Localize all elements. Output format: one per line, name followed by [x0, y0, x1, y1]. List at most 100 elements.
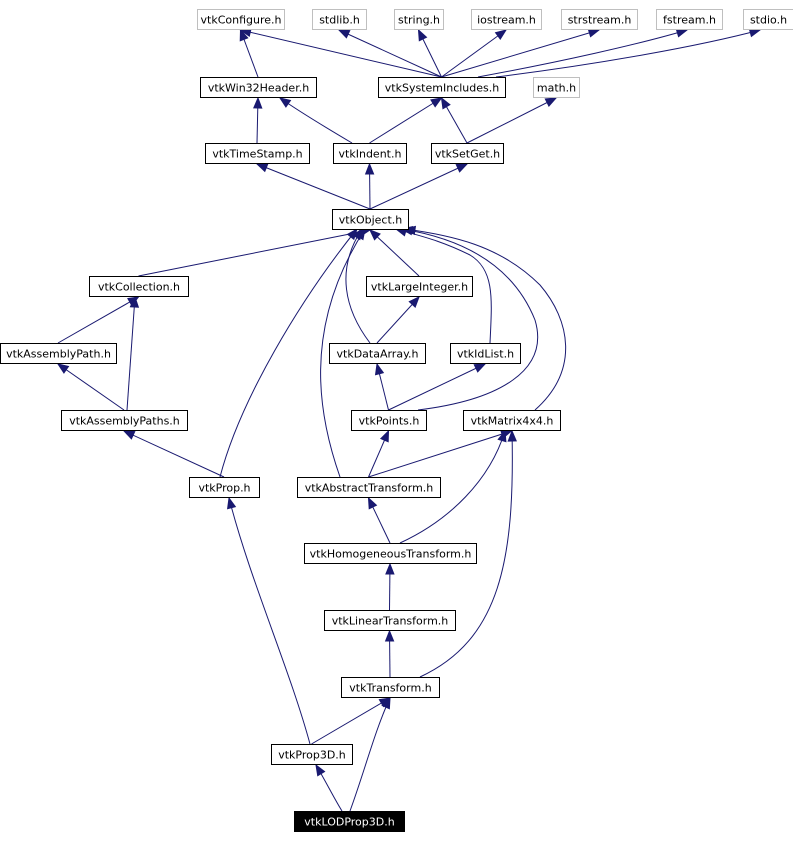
arrowhead-icon	[56, 363, 70, 374]
edge-vtkSystemIncludes-to-string	[417, 28, 442, 78]
node-box	[463, 410, 561, 431]
node-box	[656, 9, 723, 30]
node-label: vtkAbstractTransform.h	[305, 482, 434, 495]
node-label: vtkLinearTransform.h	[332, 615, 449, 628]
node-vtkTransform[interactable]: vtkTransform.h	[341, 677, 440, 698]
edge-line	[441, 29, 507, 78]
edge-line	[404, 228, 567, 411]
edge-vtkLargeInteger-to-vtkObject	[369, 229, 420, 277]
node-vtkProp[interactable]: vtkProp.h	[189, 477, 260, 498]
node-box	[0, 343, 117, 364]
node-label: vtkHomogeneousTransform.h	[310, 548, 472, 561]
node-vtkLargeInteger[interactable]: vtkLargeInteger.h	[366, 276, 473, 297]
node-label: vtkSystemIncludes.h	[385, 82, 499, 95]
node-box	[332, 209, 409, 230]
edge-vtkIndent-to-vtkWin32Header	[278, 97, 353, 144]
edge-vtkProp-to-vtkAssemblyPaths	[122, 430, 225, 478]
edge-line	[279, 97, 353, 144]
edge-line	[401, 228, 539, 411]
node-label: vtkObject.h	[339, 214, 403, 227]
node-vtkIdList[interactable]: vtkIdList.h	[450, 343, 521, 364]
node-label: vtkAssemblyPaths.h	[69, 415, 180, 428]
edge-vtkSystemIncludes-to-stdlib	[337, 29, 442, 78]
node-vtkConfigure: vtkConfigure.h	[197, 9, 285, 30]
edge-vtkLODProp3D-to-vtkTransform	[349, 696, 391, 812]
edge-line	[345, 228, 371, 344]
edge-vtkAssemblyPaths-to-vtkCollection	[126, 295, 140, 411]
edge-vtkSystemIncludes-to-iostream	[441, 29, 508, 78]
node-label: vtkIndent.h	[339, 148, 402, 161]
edge-vtkSystemIncludes-to-strstream	[441, 28, 601, 78]
node-box	[89, 276, 189, 297]
node-vtkAssemblyPath[interactable]: vtkAssemblyPath.h	[0, 343, 117, 364]
edge-vtkAssemblyPath-to-vtkCollection	[57, 296, 140, 344]
edge-vtkTimeStamp-to-vtkWin32Header	[253, 96, 263, 144]
node-label: iostream.h	[477, 14, 536, 27]
edge-vtkSetGet-to-vtkSystemIncludes	[440, 96, 468, 144]
edge-line	[419, 430, 513, 678]
edge-vtkLinearTransform-to-vtkHomogeneousTransform	[385, 562, 395, 611]
arrowhead-icon	[278, 97, 292, 108]
node-vtkSystemIncludes[interactable]: vtkSystemIncludes.h	[378, 77, 506, 98]
node-vtkAssemblyPaths[interactable]: vtkAssemblyPaths.h	[61, 410, 188, 431]
edge-vtkProp3D-to-vtkTransform	[311, 697, 392, 745]
edge-vtkObject-to-vtkTimeStamp	[255, 163, 371, 210]
node-label: vtkLargeInteger.h	[371, 281, 468, 294]
node-vtkDataArray[interactable]: vtkDataArray.h	[329, 343, 426, 364]
arrowhead-icon	[430, 97, 443, 108]
arrowhead-icon	[239, 28, 249, 42]
node-stdlib: stdlib.h	[312, 9, 367, 30]
arrowhead-icon	[497, 429, 507, 443]
edge-vtkLODProp3D-to-vtkProp3D	[315, 763, 343, 812]
node-string: string.h	[394, 9, 444, 30]
node-vtkObject[interactable]: vtkObject.h	[332, 209, 409, 230]
node-label: stdio.h	[750, 14, 787, 27]
node-iostream: iostream.h	[471, 9, 542, 30]
node-vtkCollection[interactable]: vtkCollection.h	[89, 276, 189, 297]
edge-line	[477, 29, 688, 78]
arrowhead-icon	[417, 28, 428, 42]
node-vtkLinearTransform[interactable]: vtkLinearTransform.h	[324, 610, 456, 631]
edge-vtkAbstractTransform-to-vtkObject	[320, 227, 366, 478]
node-label: stdlib.h	[319, 14, 360, 27]
node-box	[294, 811, 405, 832]
node-vtkTimeStamp[interactable]: vtkTimeStamp.h	[205, 143, 310, 164]
edge-line	[138, 229, 371, 277]
node-box	[471, 9, 542, 30]
arrowhead-icon	[253, 96, 263, 109]
node-box	[197, 9, 285, 30]
node-box	[312, 9, 367, 30]
edge-vtkHomogeneousTransform-to-vtkMatrix4x4	[399, 429, 507, 544]
node-vtkWin32Header[interactable]: vtkWin32Header.h	[200, 77, 317, 98]
edge-vtkObject-to-vtkSetGet	[369, 163, 469, 210]
arrowhead-icon	[355, 227, 366, 241]
node-vtkSetGet[interactable]: vtkSetGet.h	[431, 143, 504, 164]
node-vtkAbstractTransform[interactable]: vtkAbstractTransform.h	[297, 477, 441, 498]
node-vtkHomogeneousTransform[interactable]: vtkHomogeneousTransform.h	[304, 543, 477, 564]
node-vtkProp3D[interactable]: vtkProp3D.h	[271, 744, 353, 765]
node-vtkMatrix4x4[interactable]: vtkMatrix4x4.h	[463, 410, 561, 431]
node-math: math.h	[533, 77, 580, 98]
node-label: math.h	[537, 82, 576, 95]
edge-vtkDataArray-to-vtkLargeInteger	[376, 296, 420, 344]
node-vtkPoints[interactable]: vtkPoints.h	[351, 410, 427, 431]
edge-vtkCollection-to-vtkObject	[138, 227, 372, 277]
edge-line	[219, 228, 358, 478]
arrowhead-icon	[129, 295, 140, 308]
edge-line	[388, 363, 486, 411]
edge-line	[369, 163, 468, 210]
node-fstream: fstream.h	[656, 9, 723, 30]
node-vtkLODProp3D[interactable]: vtkLODProp3D.h	[294, 811, 405, 832]
node-label: vtkTimeStamp.h	[212, 148, 302, 161]
node-box	[324, 610, 456, 631]
node-vtkIndent[interactable]: vtkIndent.h	[333, 143, 407, 164]
node-box	[61, 410, 188, 431]
node-label: vtkPoints.h	[359, 415, 420, 428]
edge-vtkSystemIncludes-to-vtkConfigure	[239, 27, 442, 78]
node-strstream: strstream.h	[561, 9, 638, 30]
edge-line	[57, 363, 125, 411]
edge-vtkMatrix4x4-to-vtkObject	[403, 225, 567, 411]
edge-vtkProp3D-to-vtkProp	[227, 496, 311, 745]
edge-line	[368, 430, 512, 478]
edge-vtkSetGet-to-math	[466, 97, 558, 144]
